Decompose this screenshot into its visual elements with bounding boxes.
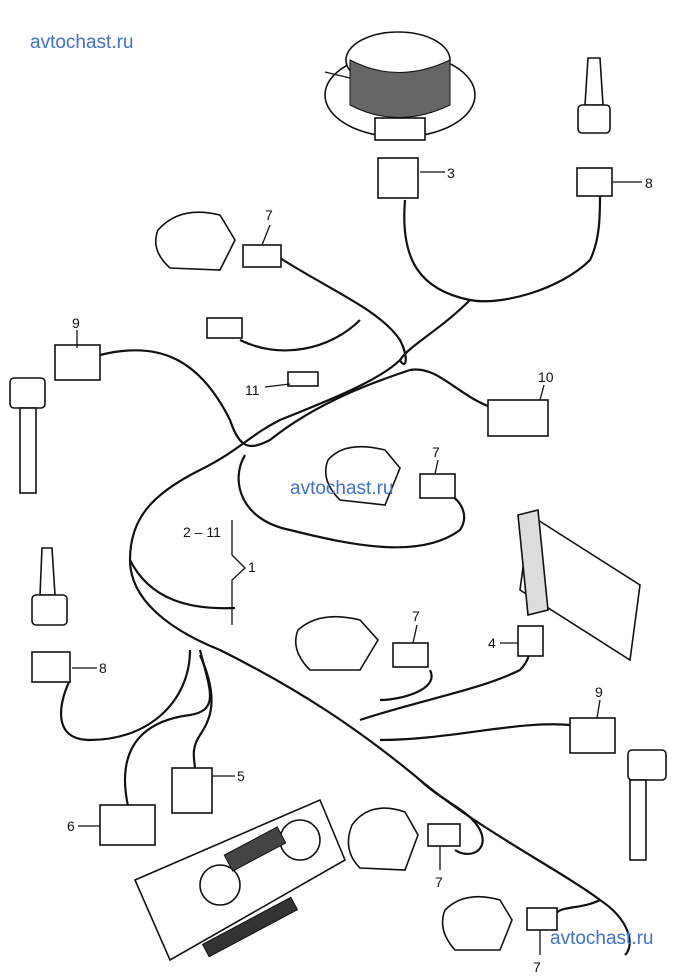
callout-6: 6 <box>67 818 75 834</box>
climate-control-panel <box>133 798 347 962</box>
temperature-sensor-top <box>576 57 613 197</box>
temperature-sensor-left <box>9 344 101 494</box>
callout-3: 3 <box>447 165 455 181</box>
panel-connector-a <box>171 767 213 814</box>
flap-motor-connector-lower <box>392 642 429 668</box>
blower-motor <box>324 31 476 141</box>
callout-7-mid: 7 <box>432 444 440 460</box>
callout-9-right: 9 <box>595 684 603 700</box>
callout-9-left: 9 <box>72 315 80 331</box>
flap-motor-mid <box>324 445 401 506</box>
flap-motor-top <box>154 211 236 271</box>
panel-connector-b <box>99 804 156 846</box>
watermark-top: avtochast.ru <box>30 32 134 53</box>
flap-motor-bottom <box>347 807 419 871</box>
callout-10: 10 <box>538 369 554 385</box>
control-unit <box>487 399 549 437</box>
callout-8-top: 8 <box>645 175 653 191</box>
flap-motor-connector-top <box>242 244 282 268</box>
callout-7-bottom-right: 7 <box>533 959 541 975</box>
blower-connector <box>377 157 419 199</box>
heater-connector <box>517 625 544 657</box>
clip <box>287 371 319 387</box>
callout-11: 11 <box>245 382 260 398</box>
callout-1: 1 <box>248 559 256 575</box>
callout-8-lower: 8 <box>99 660 107 676</box>
callout-7-lower: 7 <box>412 608 420 624</box>
bracket <box>231 520 246 625</box>
connector-unlabeled <box>206 317 243 339</box>
callout-range: 2 – 11 <box>183 524 221 540</box>
callout-7-top: 7 <box>265 207 273 223</box>
callout-4: 4 <box>488 635 496 651</box>
heater-core <box>517 508 641 662</box>
flap-motor-connector-bottom <box>427 823 461 847</box>
temperature-sensor-right <box>569 717 667 861</box>
flap-motor-connector-bottom-right <box>526 907 558 931</box>
watermark-bottom: avtochast.ru <box>550 928 654 949</box>
callout-7-bottom: 7 <box>435 874 443 890</box>
flap-motor-lower <box>294 615 379 671</box>
harness-wires <box>59 194 631 956</box>
flap-motor-connector-mid <box>419 473 456 499</box>
watermark-middle: avtochast.ru <box>290 478 394 499</box>
flap-motor-bottom-right <box>441 895 513 951</box>
temperature-sensor-left-lower <box>31 547 71 683</box>
callout-5: 5 <box>237 768 245 784</box>
